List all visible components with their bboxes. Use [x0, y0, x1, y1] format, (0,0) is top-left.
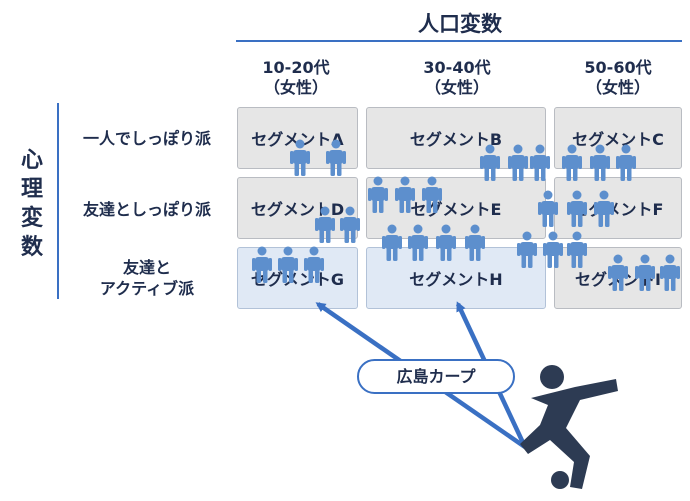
row-header-friends-active: 友達と アクティブ派: [99, 258, 195, 298]
hiroshima-carp-label: 広島カープ: [357, 359, 515, 394]
segment-cell-f: セグメントF: [554, 177, 682, 239]
segment-cell-b: セグメントB: [366, 107, 546, 169]
segment-cell-d: セグメントD: [237, 177, 358, 239]
segment-cell-g: セグメントG: [237, 247, 358, 309]
row-header-friends-quiet: 友達としっぽり派: [82, 200, 211, 219]
segment-cell-h: セグメントH: [366, 247, 546, 309]
column-header-50-60: 50-60代 （女性）: [584, 58, 652, 97]
segment-cell-i: セグメントI: [554, 247, 682, 309]
row-header-solo-quiet: 一人でしっぽり派: [82, 129, 211, 148]
soccer-player-icon: [520, 365, 618, 489]
segment-cell-e: セグメントE: [366, 177, 546, 239]
left-axis-rule: [57, 103, 59, 299]
column-header-10-20: 10-20代 （女性）: [262, 58, 330, 97]
column-header-30-40: 30-40代 （女性）: [423, 58, 491, 97]
segment-cell-c: セグメントC: [554, 107, 682, 169]
segment-cell-a: セグメントA: [237, 107, 358, 169]
psychological-variable-title: 心 理 変 数: [20, 148, 43, 260]
population-variable-title: 人口変数: [418, 12, 502, 36]
top-axis-rule: [236, 40, 682, 42]
